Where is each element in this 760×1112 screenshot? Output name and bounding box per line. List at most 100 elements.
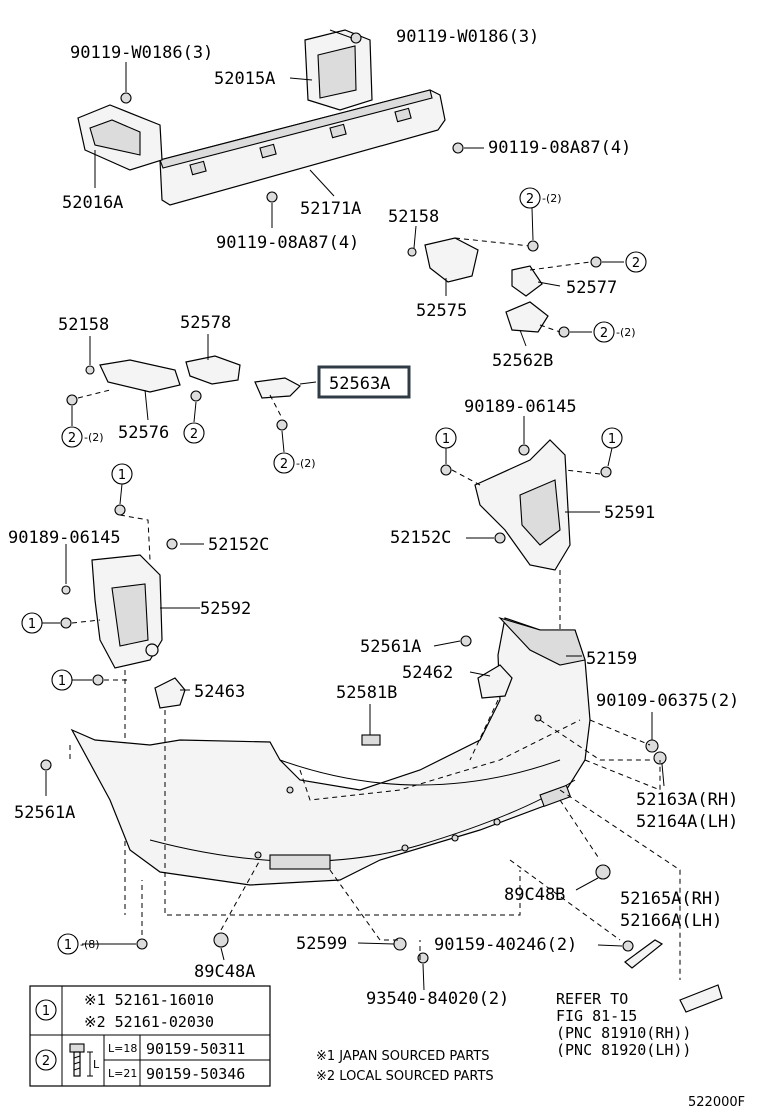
screw-glyph-icon [69,1043,93,1077]
callout-1 [601,427,623,449]
label-52164A-LH: 52164A(LH) [636,812,738,832]
label-90189-06145-left: 90189-06145 [8,528,121,548]
fastener-legend-table: 1 2 ※1 52161-16010 ※2 52161-02030 L L=18… [29,985,271,1087]
refer-line-3: (PNC 81910(RH)) [556,1024,691,1042]
label-52577: 52577 [566,278,617,298]
label-52165A-RH: 52165A(RH) [620,889,722,909]
bumper-top-edge [498,616,586,666]
label-52016A: 52016A [62,193,123,213]
callout-2-text: 2 [68,431,76,446]
bracket-face [89,119,141,156]
screw [190,390,202,402]
bracket-face [519,479,561,546]
clip [114,504,126,516]
callout-1 [21,612,43,634]
callout-qty: -(8) [80,938,100,951]
legend-row1-b: ※2 52161-02030 [84,1013,214,1031]
bracket-hole [145,643,159,657]
clip-52561A [40,759,52,771]
callout-qty: -(2) [616,326,636,339]
screw [276,419,288,431]
callout-2-text: 2 [280,457,288,472]
refer-line-4: (PNC 81920(LH)) [556,1041,691,1059]
right-retainers [407,237,602,338]
leaders-left-retainers [71,334,317,453]
label-90119-08A87-right: 90119-08A87(4) [488,138,631,158]
bolt [120,92,132,104]
nut [166,538,178,550]
nut [494,532,506,544]
reflector-ref [679,984,723,1013]
pad-52463 [154,677,186,709]
label-90159-40246: 90159-40246(2) [434,935,577,955]
screw [600,466,612,478]
bolt [350,32,362,44]
label-90109-06375: 90109-06375(2) [596,691,739,711]
legend-row2-p1: 90159-50311 [146,1040,245,1058]
reflector-52165A [624,939,664,969]
sensor-hole [534,714,542,722]
left-retainers [66,355,301,431]
label-52015A: 52015A [214,69,275,89]
retainer-52576 [99,359,181,393]
sensor-hole [286,786,294,794]
label-52581B: 52581B [336,683,397,703]
label-52462: 52462 [402,663,453,683]
label-52561A-left: 52561A [14,803,75,823]
label-52152C-right: 52152C [390,528,451,548]
side-bracket-52591 [440,439,612,700]
callout-2-text: 2 [526,192,534,207]
label-52576: 52576 [118,423,169,443]
screw [440,464,452,476]
callout-1-text: 1 [118,468,126,483]
legend-row1-a: ※1 52161-16010 [84,991,214,1009]
bracket-face [111,583,149,647]
sensor-hole [254,851,262,859]
label-90189-06145-right: 90189-06145 [464,397,577,417]
clip-89C48A [213,932,229,948]
beam-slot [329,123,347,139]
leaders-52591 [445,416,613,539]
label-90119-08A87-bottom: 90119-08A87(4) [216,233,359,253]
callout-2 [593,321,615,343]
label-52158-left: 52158 [58,315,109,335]
clip-89C48B [595,864,611,880]
callout-1-text: 1 [64,938,72,953]
legend-key-1-text: 1 [42,1004,50,1019]
callout-qty: -(2) [84,431,104,444]
note-japan-sourced: ※1 JAPAN SOURCED PARTS [316,1049,490,1064]
label-52166A-LH: 52166A(LH) [620,911,722,931]
figure-id: 522000F [688,1095,745,1110]
legend-row2-l21: L=21 [108,1067,137,1080]
callout-1 [111,463,133,485]
callout-2 [519,187,541,209]
bumper-cover [40,616,723,1013]
nut [645,739,659,753]
clip-52158 [407,247,417,257]
beam-slot [189,160,207,176]
legend-dim-L: L [93,1058,100,1071]
label-52163A-RH: 52163A(RH) [636,790,738,810]
bracket-52163A [653,751,667,765]
screw [518,444,530,456]
label-90119-W0186-right: 90119-W0186(3) [396,27,539,47]
callout-1-text: 1 [28,617,36,632]
clip-52561A [460,635,472,647]
retainer-52575 [424,237,479,283]
callout-2-text: 2 [632,256,640,271]
sensor-hole [493,818,501,826]
label-52561A-mid: 52561A [360,637,421,657]
screw [92,674,104,686]
sensor-hole [451,834,459,842]
label-89C48A: 89C48A [194,962,255,982]
pad-52462 [477,664,513,699]
leaders-bumper [45,640,665,991]
screw [590,256,602,268]
highlight-box [317,365,411,399]
leaders-top [94,29,484,228]
label-52575: 52575 [416,301,467,321]
beam-slot [394,107,412,123]
callout-2 [61,426,83,448]
callout-2 [183,422,205,444]
